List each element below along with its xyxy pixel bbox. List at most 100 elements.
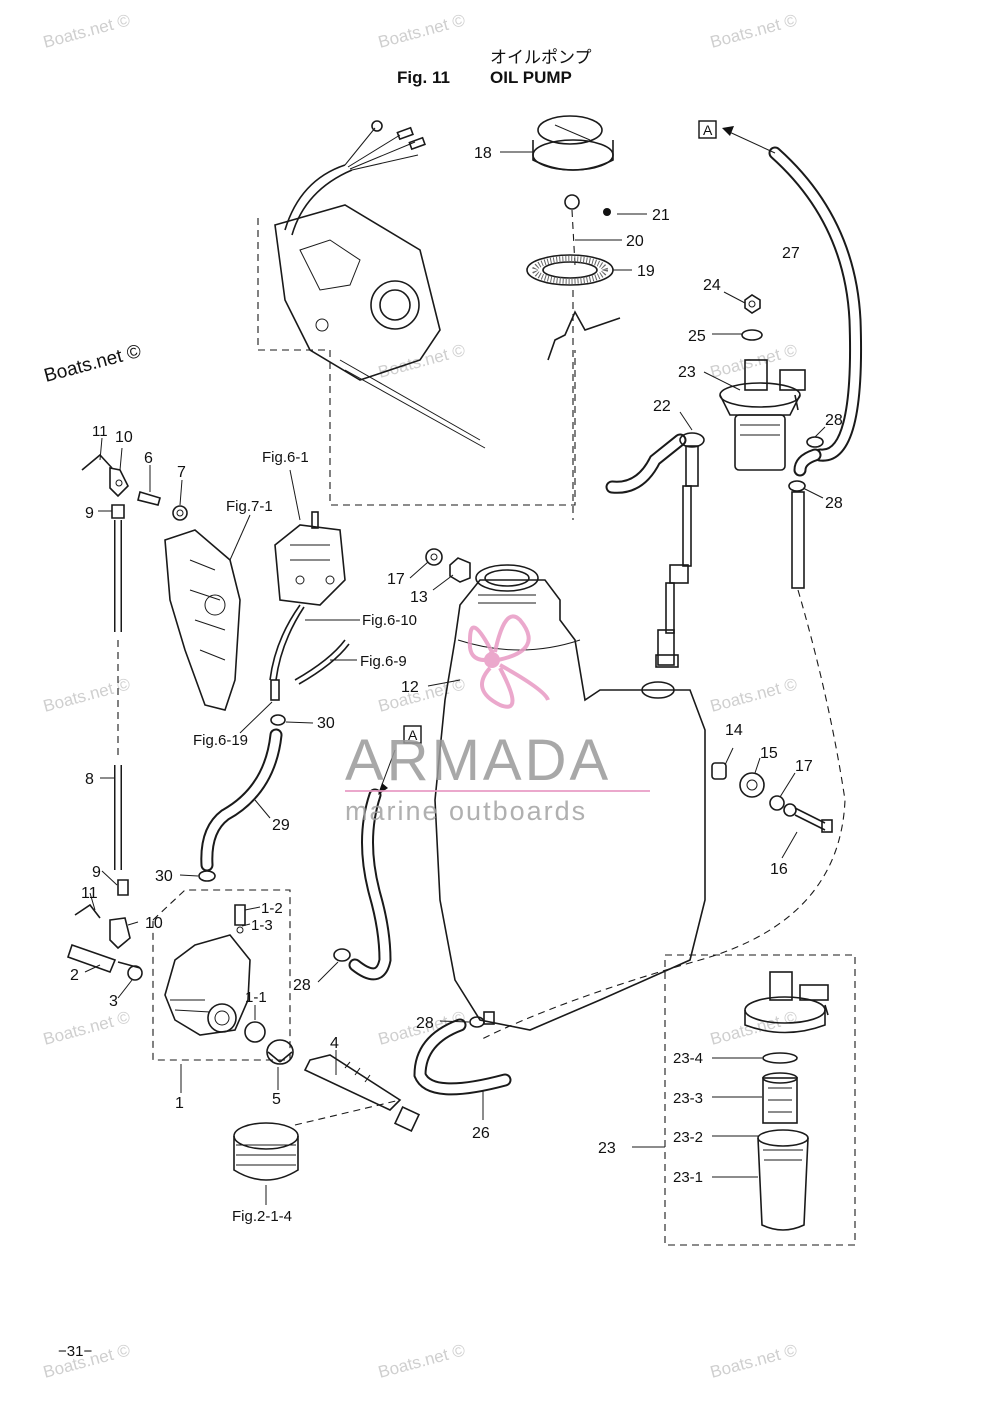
callout-27: 27	[782, 245, 800, 262]
connector-fig6-19	[270, 679, 280, 701]
callout-1-3: 1-3	[251, 917, 273, 934]
watermark-text: Boats.net ©	[376, 10, 467, 52]
collar-14	[711, 762, 727, 780]
ref-fig6-9: Fig.6-9	[360, 653, 407, 670]
callout-1: 1	[175, 1095, 184, 1112]
hose-clamp	[788, 480, 806, 492]
oil-pump-1	[164, 904, 251, 1036]
line-fig6-10	[269, 604, 301, 681]
element-23-3	[762, 1072, 798, 1124]
watermark-text: Boats.net ©	[41, 10, 132, 52]
callout-9: 9	[85, 505, 94, 522]
callout-3: 3	[109, 993, 118, 1010]
link-rod-assembly-bottom	[66, 879, 143, 981]
oil-filter-assembly	[719, 294, 806, 471]
ref-fig7-1: Fig.7-1	[226, 498, 273, 515]
hose-clamp-28	[469, 1016, 485, 1028]
logo-tagline: marine outboards	[345, 796, 587, 826]
watermark-text: Boats.net ©	[41, 674, 132, 716]
watermark-text: Boats.net ©	[708, 340, 799, 382]
drive-gear-fig2-1-4	[233, 1122, 299, 1181]
marker-a-label: A	[408, 727, 418, 743]
filter-head	[744, 971, 829, 1034]
title-english: OIL PUMP	[490, 68, 572, 87]
watermark-text: Boats.net ©	[376, 340, 467, 382]
hose-clamp-28	[333, 948, 351, 962]
callout-labels: 18 21 20 19 27 24 25 23 22 28 28 11 10 6…	[70, 145, 843, 1225]
watermark-text: Boats.net ©	[708, 674, 799, 716]
callout-16: 16	[770, 861, 788, 878]
callout-10: 10	[115, 429, 133, 446]
callout-17: 17	[387, 571, 405, 588]
oil-pump-group-box	[152, 889, 291, 1061]
washer-17	[769, 795, 785, 811]
hose-clamp-30	[270, 714, 286, 726]
callout-2: 2	[70, 967, 79, 984]
grommet-13	[449, 557, 471, 583]
watermark-text: Boats.net ©	[708, 10, 799, 52]
link-rod-assembly-top	[81, 453, 188, 521]
leader-lines	[84, 151, 826, 1205]
callout-23: 23	[598, 1140, 616, 1157]
callout-28: 28	[416, 1015, 434, 1032]
tank-gasket	[526, 254, 614, 286]
callout-12: 12	[401, 679, 419, 696]
armada-logo: ARMADA marine outboards	[345, 614, 650, 826]
marker-a-middle: A	[403, 725, 422, 744]
ref-fig6-10: Fig.6-10	[362, 612, 417, 629]
callout-23-2: 23-2	[673, 1129, 703, 1146]
callout-4: 4	[330, 1035, 339, 1052]
hose-clamp	[806, 436, 824, 448]
marker-a-top: A	[698, 120, 717, 139]
callout-1-1: 1-1	[245, 989, 267, 1006]
callout-17: 17	[795, 758, 813, 775]
callout-22: 22	[653, 398, 671, 415]
ref-fig6-1: Fig.6-1	[262, 449, 309, 466]
grommet-15	[739, 772, 765, 798]
callout-23: 23	[678, 364, 696, 381]
logo-name: ARMADA	[345, 728, 611, 793]
callout-20: 20	[626, 233, 644, 250]
callout-1-2: 1-2	[261, 900, 283, 917]
callout-15: 15	[760, 745, 778, 762]
callout-19: 19	[637, 263, 655, 280]
hose-clamp-30	[198, 870, 216, 882]
callout-30: 30	[317, 715, 335, 732]
tank-cap	[532, 115, 614, 171]
callout-10: 10	[145, 915, 163, 932]
drive-shaft-4	[303, 1054, 402, 1111]
callout-18: 18	[474, 145, 492, 162]
callout-28: 28	[293, 977, 311, 994]
callout-23-4: 23-4	[673, 1050, 703, 1067]
engine-block-outline	[257, 204, 576, 506]
callout-30: 30	[155, 868, 173, 885]
filter-cup-23-1	[757, 1129, 809, 1231]
watermark-text: Boats.net ©	[41, 1007, 132, 1049]
callout-29: 29	[272, 817, 290, 834]
ref-fig2-1-4: Fig.2-1-4	[232, 1208, 292, 1225]
callout-9: 9	[92, 864, 101, 881]
callout-11: 11	[92, 423, 108, 440]
ref-fig6-19: Fig.6-19	[193, 732, 248, 749]
callout-5: 5	[272, 1091, 281, 1108]
watermark-text-dark: Boats.net ©	[42, 341, 144, 387]
marker-a-label: A	[703, 122, 713, 138]
watermark-text: Boats.net ©	[376, 1340, 467, 1382]
strainer-wire	[547, 310, 621, 361]
callout-23-1: 23-1	[673, 1169, 703, 1186]
callout-7: 7	[177, 464, 186, 481]
o-ring-23-4	[762, 1052, 798, 1064]
oil-pipe-22	[655, 432, 705, 668]
callout-28: 28	[825, 412, 843, 429]
hose-segment	[791, 491, 805, 589]
clip	[603, 208, 611, 216]
watermark-text: Boats.net ©	[376, 674, 467, 716]
callout-28: 28	[825, 495, 843, 512]
callout-25: 25	[688, 328, 706, 345]
callout-13: 13	[410, 589, 428, 606]
filter-exploded-box	[664, 954, 856, 1246]
retaining-chain	[564, 194, 580, 266]
collar-5	[266, 1039, 294, 1065]
figure-number: Fig. 11	[397, 68, 450, 87]
